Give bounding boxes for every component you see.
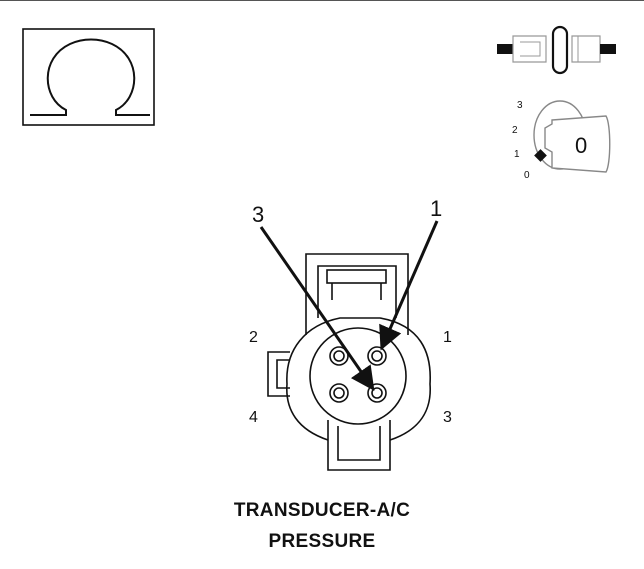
callout-number-1: 1 [430,196,442,221]
caption-line-1: TRANSDUCER-A/C [233,500,411,521]
ignition-key-label: 0 [575,133,587,158]
cavity-label-2: 2 [249,329,258,346]
cavity-label-3: 3 [443,409,452,426]
connector-disconnected-icon [497,25,616,75]
connector-face [267,253,431,471]
callout-arrow-1 [379,220,439,351]
cavity-label-4: 4 [249,409,258,426]
callout-arrow-3 [259,226,375,391]
callout-number-3: 3 [252,202,264,227]
ohm-icon [22,28,155,126]
ignition-position-3: 3 [517,100,523,111]
ignition-position-0: 0 [524,170,530,181]
ignition-key-icon: 3 2 1 0 0 [512,100,611,181]
cavity-label-1: 1 [443,329,452,346]
caption-line-2: PRESSURE [268,531,376,552]
ignition-position-1: 1 [514,149,520,160]
ignition-position-2: 2 [512,125,518,136]
